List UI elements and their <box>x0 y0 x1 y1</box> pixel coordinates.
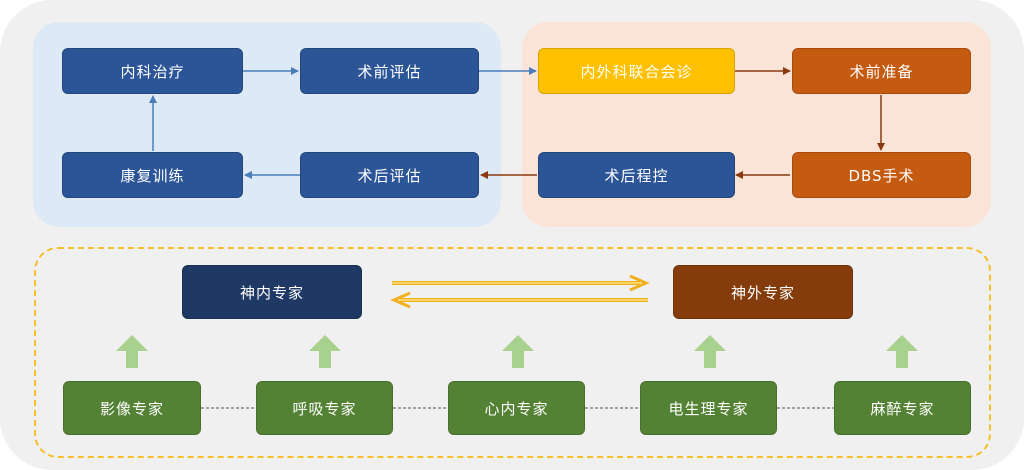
node-neurosurgery-expert: 神外专家 <box>673 265 853 319</box>
node-joint-consultation: 内外科联合会诊 <box>538 48 735 94</box>
node-postop-programming: 术后程控 <box>538 152 735 198</box>
node-postop-assessment: 术后评估 <box>300 152 479 198</box>
up-arrow-anesthesia <box>886 335 918 368</box>
node-cardiology-expert: 心内专家 <box>448 381 585 435</box>
node-imaging-expert: 影像专家 <box>63 381 201 435</box>
up-arrow-imaging <box>116 335 148 368</box>
up-arrow-respiratory <box>309 335 341 368</box>
node-rehab-training: 康复训练 <box>62 152 243 198</box>
node-respiratory-expert: 呼吸专家 <box>256 381 393 435</box>
expert-exchange-arrows <box>390 274 650 309</box>
expert-team-panel <box>34 247 991 458</box>
node-preop-preparation: 术前准备 <box>792 48 971 94</box>
node-electrophysiology-expert: 电生理专家 <box>640 381 777 435</box>
node-dbs-surgery: DBS手术 <box>792 152 971 198</box>
node-preop-assessment: 术前评估 <box>300 48 479 94</box>
up-arrow-electrophysiology <box>694 335 726 368</box>
node-internal-treatment: 内科治疗 <box>62 48 243 94</box>
node-anesthesia-expert: 麻醉专家 <box>834 381 971 435</box>
node-neurology-expert: 神内专家 <box>182 265 362 319</box>
up-arrow-cardiology <box>502 335 534 368</box>
